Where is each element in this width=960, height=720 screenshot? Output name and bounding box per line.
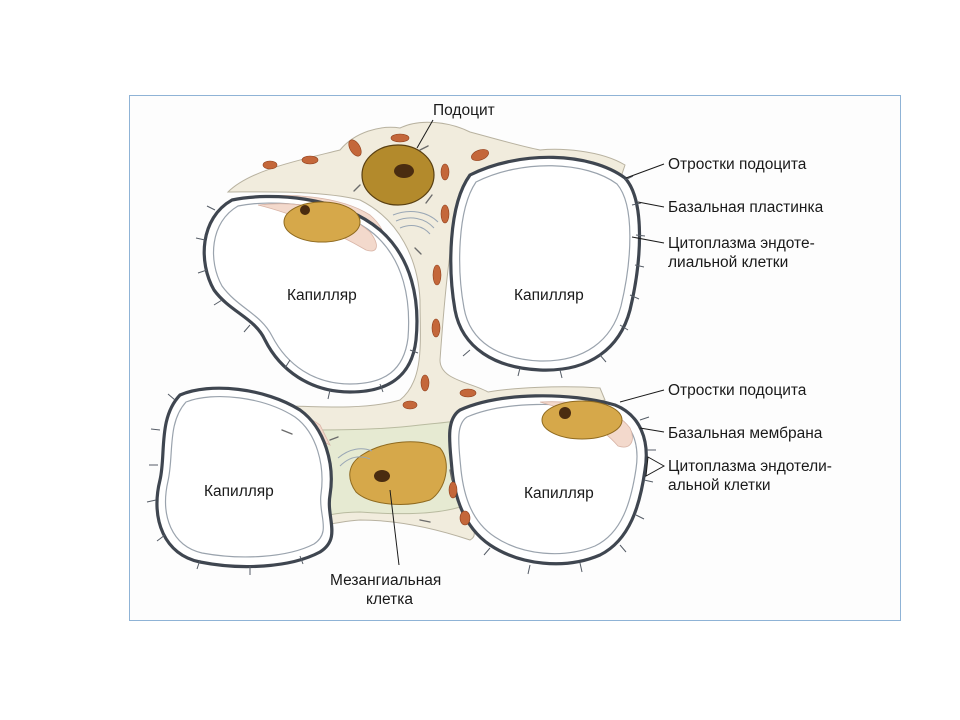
mitochondria — [262, 133, 489, 526]
capillary-top-right — [449, 155, 642, 372]
label-cytoplasm-top-line2: лиальной клетки — [668, 254, 788, 271]
mesangial-label-line1: Мезангиальная — [330, 572, 441, 589]
podocyte-label: Подоцит — [433, 102, 495, 119]
mesangial-nucleus — [349, 441, 447, 505]
leader-basal-lamina — [637, 201, 665, 208]
leader-podocyte-processes-bottom — [619, 389, 665, 403]
label-cytoplasm-bottom-line1: Цитоплазма эндотели- — [668, 458, 832, 475]
capillary-label-top-left: Капилляр — [287, 287, 357, 304]
capillary-label-bottom-left: Капилляр — [204, 483, 274, 500]
endothelial-nucleolus-bottom-right — [559, 407, 571, 419]
label-cytoplasm-top-line1: Цитоплазма эндоте- — [668, 235, 815, 252]
label-basal-membrane: Базальная мембрана — [668, 425, 823, 442]
golgi-apparatus — [337, 211, 439, 467]
mesangial-label-line2: клетка — [366, 591, 413, 608]
foot-processes — [146, 175, 656, 575]
leader-podocyte-processes-top — [625, 163, 665, 179]
podocyte-leader — [416, 119, 434, 149]
label-cytoplasm-bottom-line2: альной клетки — [668, 477, 771, 494]
endoplasmic-reticulum — [281, 145, 453, 523]
mesangial-nucleolus — [374, 470, 390, 482]
podocyte-nucleus-chromatin — [394, 164, 414, 178]
leader-cytoplasm-bottom — [645, 456, 666, 477]
capillary-label-bottom-right: Капилляр — [524, 485, 594, 502]
endothelial-nucleus-bottom-right — [541, 400, 623, 440]
capillary-bottom-left — [155, 386, 334, 569]
endothelial-nucleolus-top-left — [300, 205, 310, 215]
label-podocyte-processes-bottom: Отростки подоцита — [668, 382, 807, 399]
label-basal-lamina: Базальная пластинка — [668, 199, 824, 216]
leader-basal-membrane — [639, 427, 665, 433]
leader-cytoplasm-top — [631, 236, 665, 244]
endothelial-nucleus-top-left — [283, 201, 361, 243]
capillary-label-top-right: Капилляр — [514, 287, 584, 304]
mesangial-leader — [389, 489, 400, 566]
label-podocyte-processes-top: Отростки подоцита — [668, 156, 807, 173]
